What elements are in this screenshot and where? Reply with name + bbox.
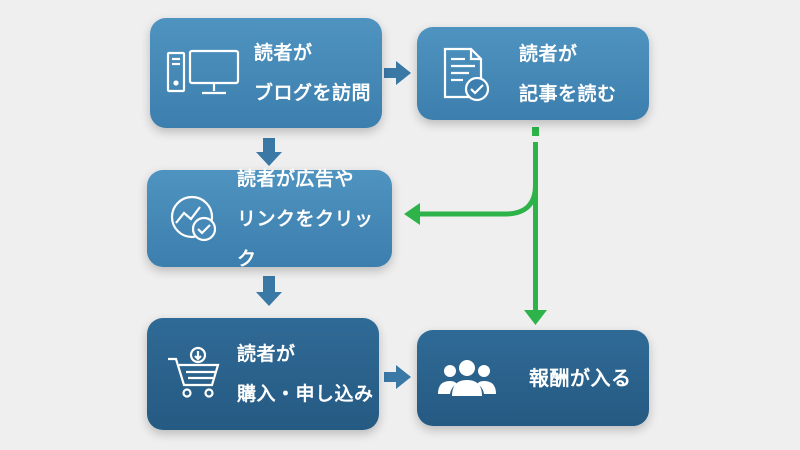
node-visit-blog: 読者が ブログを訪問	[150, 18, 382, 128]
node-reward: 報酬が入る	[417, 330, 649, 426]
node-buy-line1: 読者が	[237, 343, 296, 365]
desktop-computer-icon	[164, 43, 244, 103]
arrow-visit-to-click	[256, 138, 282, 166]
arrow-read-to-click-and-reward	[404, 127, 547, 325]
arrow-buy-to-reward	[384, 365, 411, 389]
node-click-line2: リンクをクリック	[237, 207, 374, 270]
analytics-check-icon	[165, 191, 223, 247]
node-visit-line1: 読者が	[254, 42, 313, 64]
node-click-ad: 読者が広告や リンクをクリック	[147, 168, 392, 270]
shopping-cart-icon	[163, 345, 223, 403]
arrow-click-to-buy	[256, 276, 282, 306]
users-group-icon	[437, 356, 497, 400]
node-purchase: 読者が 購入・申し込み	[147, 318, 379, 430]
node-reward-label: 報酬が入る	[529, 366, 632, 390]
node-read-article: 読者が 記事を読む	[417, 27, 649, 120]
arrow-visit-to-read	[384, 61, 411, 85]
node-buy-line2: 購入・申し込み	[237, 383, 374, 405]
document-icon	[437, 45, 497, 103]
node-click-line1: 読者が広告や	[237, 167, 355, 190]
node-read-line1: 読者が	[519, 42, 578, 65]
node-visit-line2: ブログを訪問	[254, 82, 372, 104]
node-read-line2: 記事を読む	[519, 82, 617, 105]
